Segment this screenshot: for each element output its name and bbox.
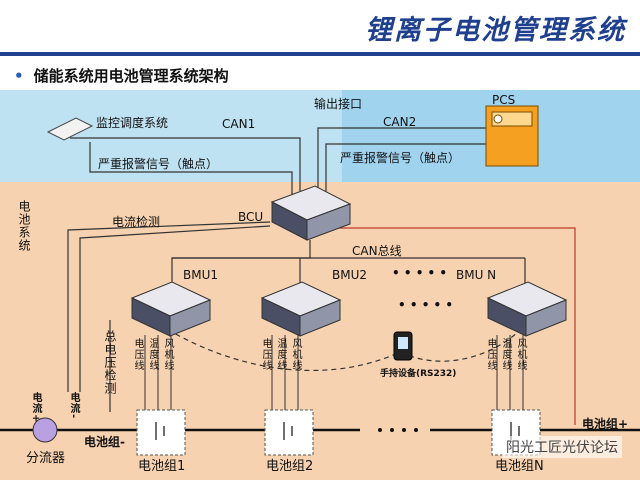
handheld-device-icon: [393, 331, 413, 361]
monitor-device-body: [46, 117, 94, 141]
bmu1-device-icon: [130, 281, 212, 337]
bullet-dot-icon: •: [14, 67, 24, 85]
bmu1-label: BMU1: [183, 268, 219, 282]
bus-dot-4: [414, 428, 418, 432]
group-plus-line: [330, 227, 576, 425]
total-voltage-label: 总电压检测: [103, 330, 117, 395]
bmun-fan-line-label: 风机线: [515, 338, 526, 371]
bmu2-voltage-line-label: 电压线: [260, 338, 271, 371]
pcs-panel: [491, 111, 533, 127]
handheld-screen: [398, 337, 408, 349]
section-subtitle: 储能系统用电池管理系统架构: [33, 67, 229, 85]
bus-dot-2: [390, 428, 394, 432]
watermark: 阳光工匠光伏论坛: [502, 436, 622, 458]
can2-label: CAN2: [383, 115, 417, 129]
current-detect-line: [67, 221, 271, 392]
pcs-knob: [493, 114, 503, 124]
can-bus-label: CAN总线: [352, 244, 402, 258]
battery-pack-2-box: [264, 409, 314, 456]
battery-group-n-label: 电池组N: [495, 459, 544, 474]
monitor-device-icon: [46, 117, 94, 141]
alarm2-line: [325, 143, 486, 196]
bmu-ellipsis-middle: • • • • •: [398, 298, 454, 312]
title-divider: [0, 52, 640, 56]
can-bus-line: [171, 240, 311, 290]
bmu1-side: [169, 299, 211, 337]
battery-group-minus-label: 电池组-: [84, 435, 125, 449]
page-title: 锂离子电池管理系统: [365, 15, 626, 46]
can1-label: CAN1: [222, 117, 256, 131]
alarm-signal-left-label: 严重报警信号（触点）: [98, 157, 219, 171]
shunt-icon: [32, 417, 58, 443]
monitor-to-bcu-line: [70, 137, 301, 192]
bmu1-voltage-line-label: 电压线: [132, 338, 143, 371]
output-interface-label: 输出接口: [314, 97, 363, 111]
bmun-device-icon: [486, 281, 568, 337]
rs232-dashed-line: [159, 324, 521, 372]
alarm1-line: [89, 142, 293, 198]
shunt-label: 分流器: [26, 451, 66, 466]
shunt-symbol: [32, 417, 58, 443]
bmun-temp-line-label: 温度线: [500, 338, 511, 371]
alarm-signal-right-label: 严重报警信号（触点）: [340, 151, 461, 165]
bmun-voltage-line-label: 电压线: [485, 338, 496, 371]
bmun-side: [525, 299, 567, 337]
battery-group-plus-label: 电池组+: [582, 417, 629, 431]
battery-system-label: 电池系统: [17, 200, 31, 252]
bmu2-side: [299, 299, 341, 337]
bmu1-fan-line-label: 风机线: [162, 338, 173, 371]
pcs-label: PCS: [492, 93, 516, 107]
battery-group-1-label: 电池组1: [138, 459, 186, 474]
bus-dot-3: [402, 428, 406, 432]
pcs-to-bcu-line: [317, 127, 486, 192]
current-detect-label: 电流检测: [112, 215, 161, 229]
bmu2-temp-line-label: 温度线: [275, 338, 286, 371]
bcu-device-icon: [270, 185, 352, 241]
handheld-label: 手持设备(RS232): [380, 369, 457, 379]
bmu-ellipsis-top: • • • • •: [392, 266, 448, 280]
shunt-sense-line: [79, 225, 271, 392]
monitor-system-label: 监控调度系统: [96, 116, 169, 130]
battery-pack-1-box: [136, 409, 186, 456]
bmun-label: BMU N: [456, 268, 497, 282]
bus-dot-1: [378, 428, 382, 432]
bmu2-fan-line-label: 风机线: [290, 338, 301, 371]
pcs-device-icon: [485, 105, 539, 167]
bus-dots: [378, 428, 418, 432]
current-minus-label: 电流-: [68, 392, 79, 420]
section-bullet: • 储能系统用电池管理系统架构: [14, 65, 229, 86]
bmu2-device-icon: [260, 281, 342, 337]
battery-group-2-label: 电池组2: [266, 459, 314, 474]
current-plus-label: 电流+: [30, 392, 41, 424]
bcu-label: BCU: [238, 210, 264, 224]
bmu2-label: BMU2: [332, 268, 368, 282]
bcu-side: [306, 203, 351, 241]
bmu1-temp-line-label: 温度线: [147, 338, 158, 371]
